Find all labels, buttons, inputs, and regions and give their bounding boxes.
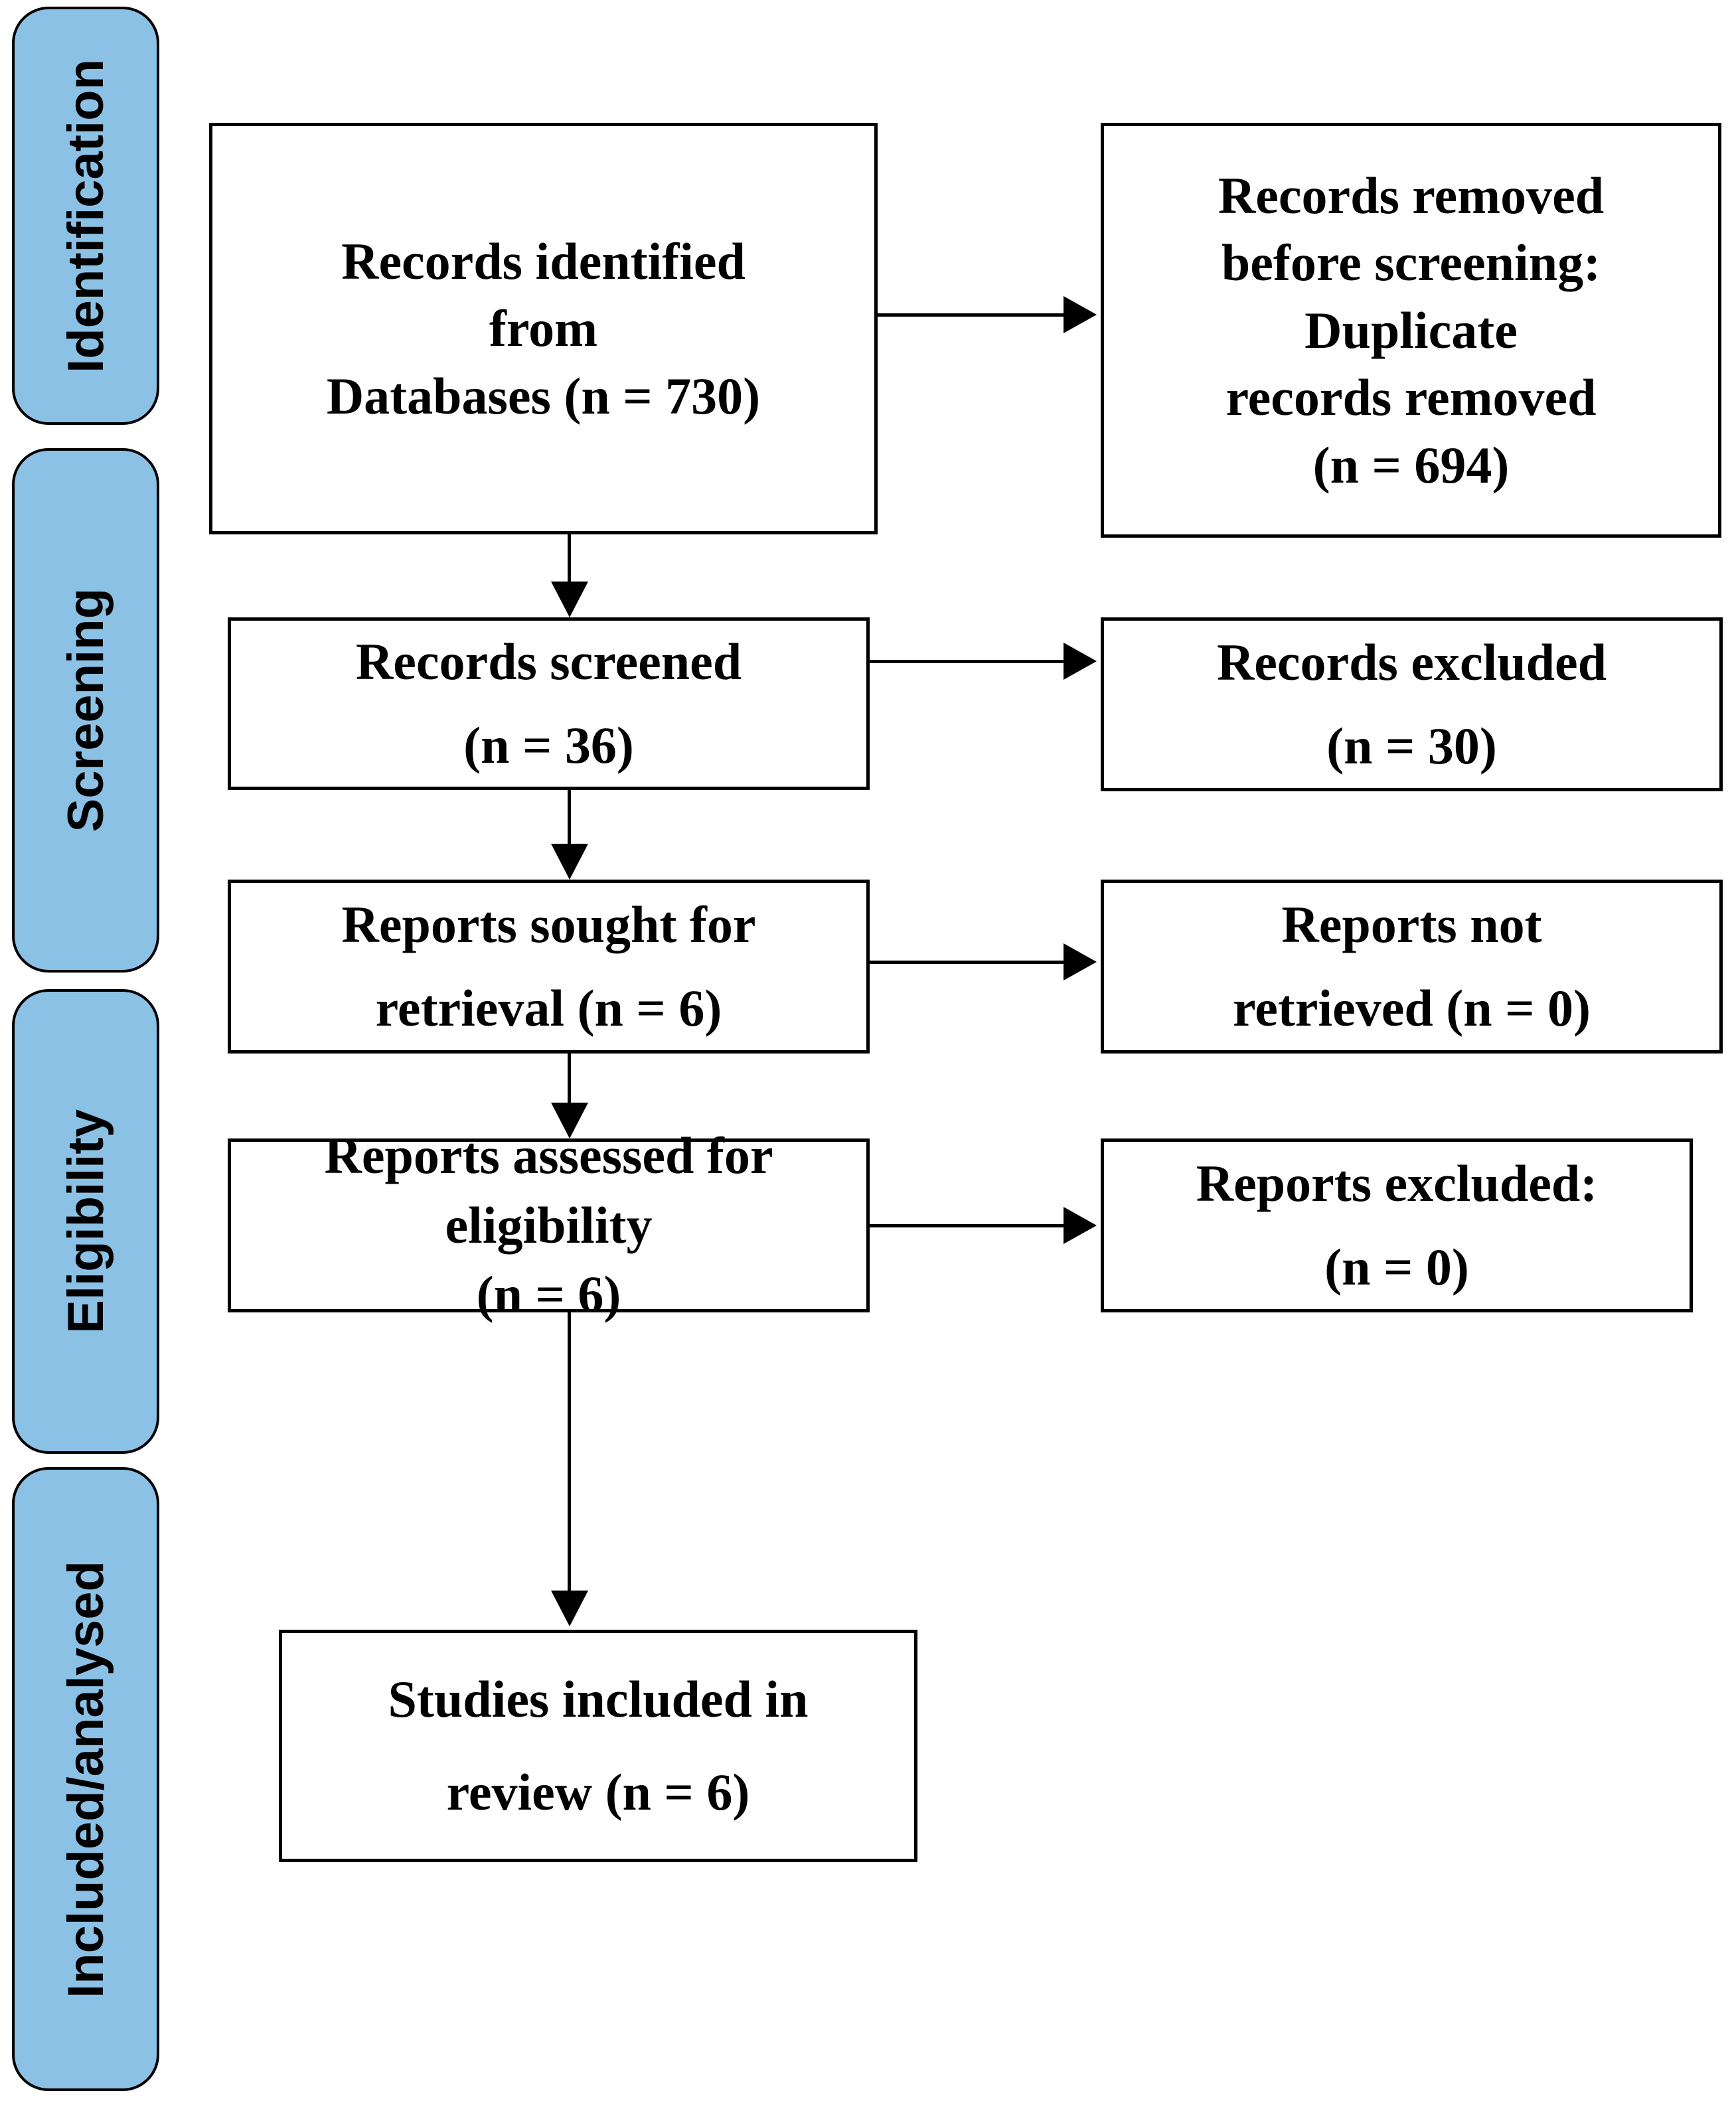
box-reports-assessed: Reports assessed for eligibility (n = 6): [228, 1127, 870, 1323]
stage-screening: Screening: [12, 448, 159, 973]
arrow-screened-to-excluded-head: [1064, 643, 1097, 680]
box-records-removed-line: (n = 694): [1312, 435, 1510, 494]
box-records-identified: Records identified from Databases (n = 7…: [209, 123, 878, 534]
box-reports-excluded-line: (n = 0): [1324, 1238, 1469, 1296]
box-reports-not-retrieved: Reports not retrieved (n = 0): [1101, 880, 1723, 1054]
stage-identification: Identification: [12, 7, 159, 425]
box-records-removed-line: records removed: [1225, 368, 1597, 427]
box-records-excluded: Records excluded (n = 30): [1101, 617, 1723, 791]
arrow-sought-to-not-retrieved-line: [870, 961, 1064, 964]
box-reports-assessed-line: eligibility: [445, 1196, 653, 1254]
box-records-identified-line: from: [489, 299, 598, 358]
box-reports-not-retrieved-line: retrieved (n = 0): [1233, 979, 1591, 1037]
box-reports-excluded: Reports excluded: (n = 0): [1101, 1138, 1693, 1312]
box-reports-not-retrieved-line: Reports not: [1281, 895, 1542, 953]
box-records-removed-before-screening: Records removed before screening: Duplic…: [1101, 123, 1721, 538]
stage-eligibility: Eligibility: [12, 989, 159, 1454]
arrow-screened-to-sought-line: [568, 790, 571, 845]
arrow-identified-to-removed-head: [1064, 296, 1097, 333]
arrow-identified-to-removed-line: [878, 313, 1064, 317]
box-records-screened-line: (n = 36): [463, 716, 634, 774]
box-studies-included: Studies included in review (n = 6): [279, 1630, 917, 1862]
box-records-removed-line: Records removed: [1218, 167, 1605, 225]
arrow-sought-to-not-retrieved-head: [1064, 943, 1097, 980]
box-records-identified-line: Records identified: [341, 232, 746, 290]
box-records-excluded-line: Records excluded: [1216, 633, 1607, 691]
arrow-sought-to-assessed-line: [568, 1054, 571, 1104]
box-reports-sought-line: Reports sought for: [341, 895, 756, 953]
arrow-sought-to-assessed-head: [551, 1103, 588, 1138]
stage-included-analysed: Included/analysed: [12, 1467, 159, 2091]
box-reports-sought: Reports sought for retrieval (n = 6): [228, 880, 870, 1054]
arrow-assessed-to-included-line: [568, 1312, 571, 1592]
box-records-excluded-line: (n = 30): [1326, 717, 1497, 775]
arrow-identified-to-screened-line: [568, 534, 571, 585]
arrow-screened-to-sought-head: [551, 844, 588, 880]
box-studies-included-line: review (n = 6): [446, 1763, 750, 1821]
box-records-screened-line: Records screened: [355, 632, 742, 690]
arrow-identified-to-screened-head: [551, 582, 588, 617]
box-reports-sought-line: retrieval (n = 6): [375, 979, 722, 1037]
arrow-assessed-to-excluded-head: [1064, 1207, 1097, 1244]
box-records-removed-line: Duplicate: [1304, 301, 1518, 359]
arrow-assessed-to-included-head: [551, 1591, 588, 1626]
box-studies-included-line: Studies included in: [388, 1670, 809, 1728]
box-reports-assessed-line: (n = 6): [476, 1265, 621, 1324]
box-records-identified-line: Databases (n = 730): [326, 366, 761, 425]
stage-eligibility-label: Eligibility: [57, 1109, 114, 1334]
stage-included-analysed-label: Included/analysed: [57, 1560, 114, 1998]
stage-screening-label: Screening: [57, 588, 114, 832]
box-records-removed-line: before screening:: [1221, 234, 1601, 292]
box-records-screened: Records screened (n = 36): [228, 617, 870, 790]
box-reports-excluded-line: Reports excluded:: [1196, 1154, 1598, 1212]
box-reports-assessed-line: Reports assessed for: [324, 1127, 773, 1185]
stage-identification-label: Identification: [57, 58, 114, 373]
arrow-screened-to-excluded-line: [870, 660, 1064, 663]
arrow-assessed-to-excluded-line: [870, 1224, 1064, 1227]
